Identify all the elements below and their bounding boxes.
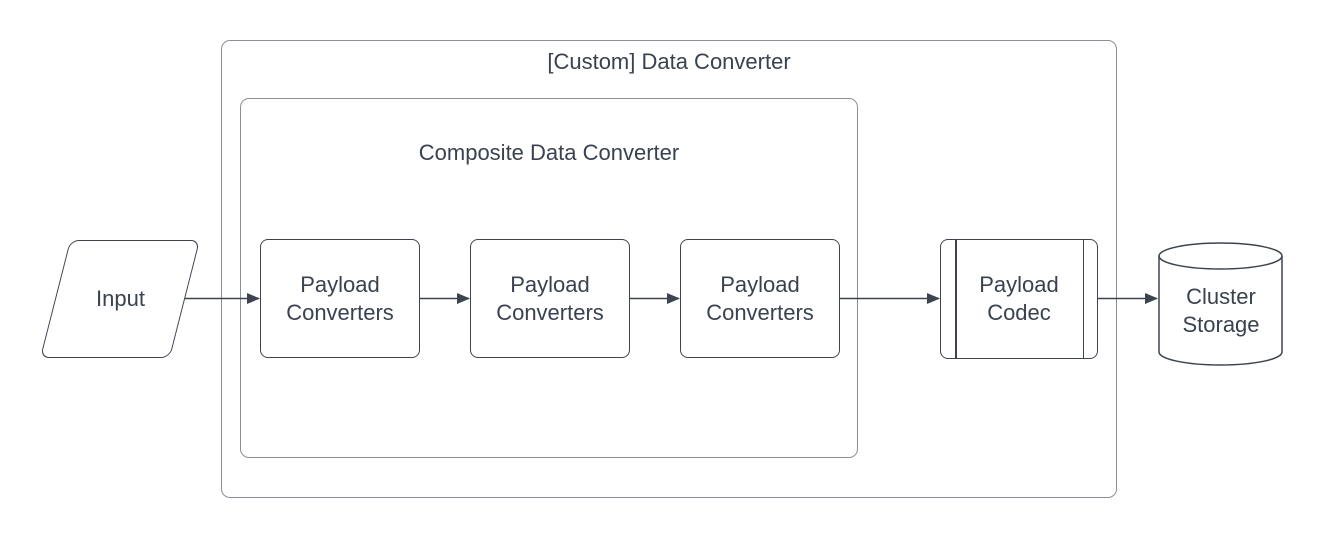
cluster-storage-label: Cluster Storage xyxy=(1159,269,1283,352)
codec-right-bar xyxy=(1082,240,1084,358)
payload-converters-label-1: Payload Converters xyxy=(286,271,394,327)
payload-converters-node-2: Payload Converters xyxy=(470,239,630,358)
label-line: Payload xyxy=(720,271,800,297)
label-line: Cluster xyxy=(1186,283,1256,309)
label-line: Converters xyxy=(706,299,814,325)
custom-data-converter-title: [Custom] Data Converter xyxy=(547,49,791,74)
codec-left-bar xyxy=(955,240,957,358)
payload-converters-label-3: Payload Converters xyxy=(706,271,814,327)
input-node: Input xyxy=(39,240,201,358)
label-line: Payload xyxy=(300,271,380,297)
composite-data-converter-container: Composite Data Converter xyxy=(240,98,858,458)
label-line: Codec xyxy=(987,300,1051,325)
label-line: Storage xyxy=(1182,311,1260,337)
label-line: Payload xyxy=(979,272,1059,297)
cluster-storage-cylinder-rim xyxy=(1158,255,1283,270)
payload-converters-node-3: Payload Converters xyxy=(680,239,840,358)
payload-converters-node-1: Payload Converters xyxy=(260,239,420,358)
payload-converters-label-2: Payload Converters xyxy=(496,271,604,327)
composite-data-converter-title: Composite Data Converter xyxy=(418,140,680,165)
payload-codec-node: Payload Codec xyxy=(940,239,1098,359)
label-line: Payload xyxy=(510,271,590,297)
input-label: Input xyxy=(95,286,145,311)
label-line: Converters xyxy=(496,299,604,325)
payload-codec-label: Payload Codec xyxy=(979,271,1059,327)
label-line: Converters xyxy=(286,299,394,325)
custom-data-converter-container: [Custom] Data Converter xyxy=(221,40,1117,498)
